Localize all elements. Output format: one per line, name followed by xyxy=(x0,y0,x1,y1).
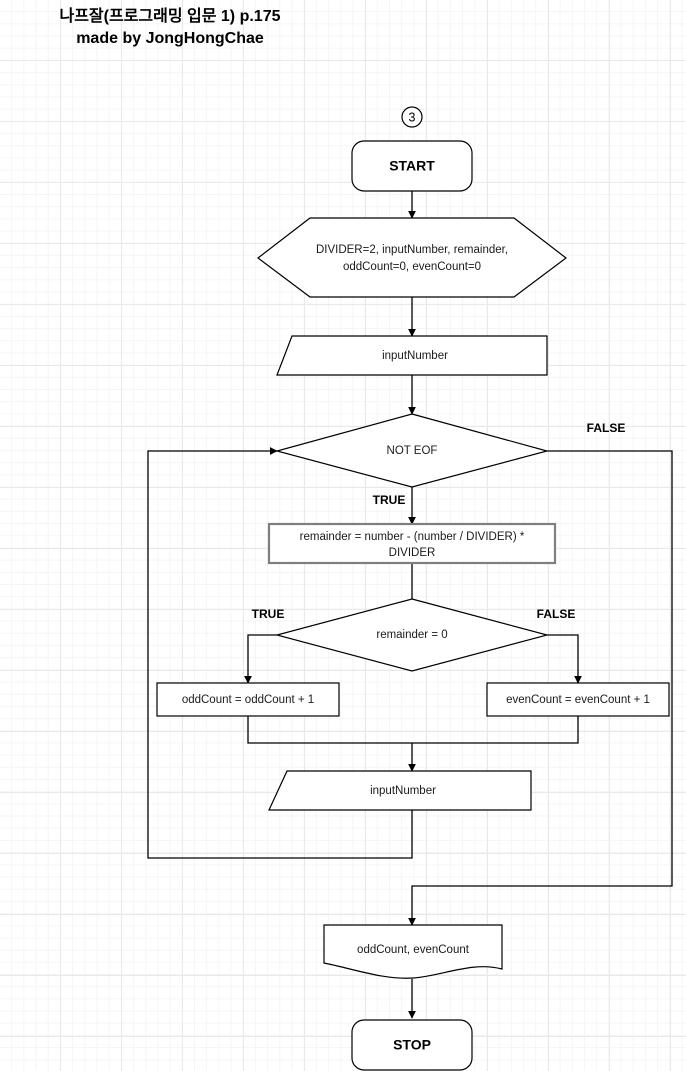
connector-loopback-to-eof xyxy=(147,447,413,859)
page-number-badge: 3 xyxy=(401,106,423,128)
branch-label-eof-true: TRUE xyxy=(373,493,406,507)
declare-shape xyxy=(257,217,567,298)
branch-label-rem-true: TRUE xyxy=(252,607,285,621)
node-input-second[interactable]: inputNumber xyxy=(268,770,532,811)
odd-count-label: oddCount = oddCount + 1 xyxy=(182,694,314,706)
node-stop[interactable]: STOP xyxy=(351,1019,473,1071)
node-input-first[interactable]: inputNumber xyxy=(276,335,548,376)
branch-label-eof-false: FALSE xyxy=(587,421,626,435)
page-title: 나프잘(프로그래밍 입문 1) p.175 made by JongHongCh… xyxy=(0,6,340,49)
declare-label-line-2: oddCount=0, evenCount=0 xyxy=(343,261,481,273)
even-count-shape xyxy=(486,682,670,717)
node-decision-remainder[interactable]: remainder = 0 TRUE FALSE xyxy=(252,598,576,672)
output-counts-label: oddCount, evenCount xyxy=(357,944,470,956)
decision-remainder-shape xyxy=(274,598,550,672)
process-remainder-label-line-1: remainder = number - (number / DIVIDER) … xyxy=(300,531,525,543)
start-shape xyxy=(351,140,473,192)
input-second-label: inputNumber xyxy=(370,785,436,797)
branch-label-rem-false: FALSE xyxy=(537,607,576,621)
decision-remainder-label: remainder = 0 xyxy=(376,629,447,641)
stop-shape xyxy=(351,1019,473,1071)
connector-rem-false-to-evencount xyxy=(547,634,582,684)
even-count-label: evenCount = evenCount + 1 xyxy=(506,694,650,706)
declare-label-line-1: DIVIDER=2, inputNumber, remainder, xyxy=(316,244,508,256)
stop-label: STOP xyxy=(393,1037,431,1053)
odd-count-shape xyxy=(156,682,340,717)
connector-oddcount-merge xyxy=(247,716,579,744)
node-even-count[interactable]: evenCount = evenCount + 1 xyxy=(486,682,670,717)
connector-rem-true-to-oddcount xyxy=(244,634,277,684)
decision-eof-label: NOT EOF xyxy=(387,445,438,457)
process-remainder-label-line-2: DIVIDER xyxy=(389,547,436,559)
input-second-shape xyxy=(268,770,532,811)
decision-eof-shape xyxy=(274,413,550,488)
connector-eof-false-to-output xyxy=(408,450,673,926)
output-counts-shape xyxy=(323,924,503,979)
title-line-2: made by JongHongChae xyxy=(76,29,264,47)
node-declare[interactable]: DIVIDER=2, inputNumber, remainder, oddCo… xyxy=(257,217,567,298)
node-odd-count[interactable]: oddCount = oddCount + 1 xyxy=(156,682,340,717)
node-output-counts[interactable]: oddCount, evenCount xyxy=(323,924,503,979)
process-remainder-shape xyxy=(267,522,557,565)
input-first-label: inputNumber xyxy=(382,350,448,362)
node-process-remainder[interactable]: remainder = number - (number / DIVIDER) … xyxy=(267,522,557,565)
connector-layer xyxy=(147,191,673,1019)
node-start[interactable]: START xyxy=(351,140,473,192)
page-number-badge-label: 3 xyxy=(409,110,416,124)
node-decision-eof[interactable]: NOT EOF FALSE TRUE xyxy=(274,413,626,507)
input-first-shape xyxy=(276,335,548,376)
title-line-1: 나프잘(프로그래밍 입문 1) p.175 xyxy=(59,8,281,25)
start-label: START xyxy=(389,158,435,174)
